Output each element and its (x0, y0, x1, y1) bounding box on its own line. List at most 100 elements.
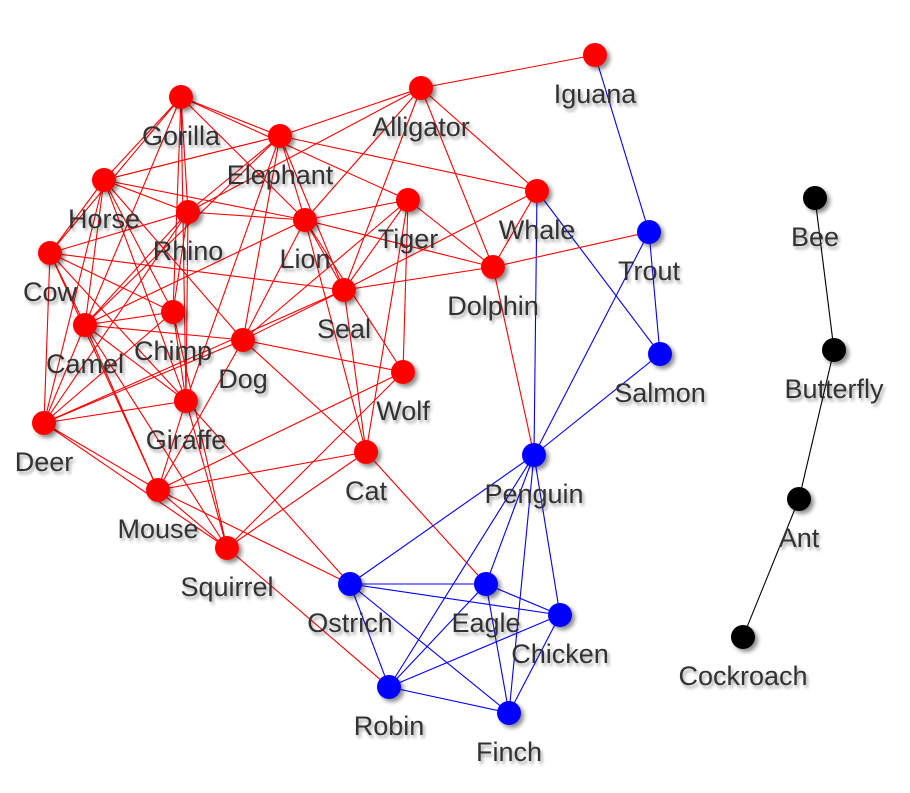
edge-camel-giraffe (84, 324, 187, 402)
node-label-elephant: Elephant (227, 160, 334, 190)
edge-ostrich-robin (349, 583, 390, 688)
node-cockroach[interactable] (731, 625, 755, 649)
node-cow[interactable] (38, 241, 62, 265)
node-dolphin[interactable] (481, 255, 505, 279)
node-horse[interactable] (92, 168, 116, 192)
edge-robin-finch (388, 686, 510, 714)
node-whale[interactable] (525, 179, 549, 203)
edge-giraffe-squirrel (185, 400, 228, 549)
edge-whale-penguin (533, 190, 538, 456)
node-trout[interactable] (637, 220, 661, 244)
edge-whale-salmon (536, 190, 661, 355)
node-label-chicken: Chicken (511, 639, 609, 669)
edge-gorilla-elephant (180, 96, 281, 137)
node-label-rhino: Rhino (153, 236, 224, 266)
edge-dog-cat (242, 339, 367, 453)
node-label-eagle: Eagle (451, 608, 520, 638)
node-label-seal: Seal (317, 314, 371, 344)
node-eagle[interactable] (474, 572, 498, 596)
node-giraffe[interactable] (174, 389, 198, 413)
node-ant[interactable] (787, 487, 811, 511)
node-lion[interactable] (293, 208, 317, 232)
edge-wolf-squirrel (226, 371, 404, 549)
edge-penguin-chicken (533, 454, 561, 616)
edge-eagle-finch (485, 583, 510, 714)
edge-camel-chimp (84, 311, 174, 326)
edge-squirrel-robin (226, 547, 390, 688)
edge-gorilla-camel (84, 96, 182, 326)
node-rhino[interactable] (176, 200, 200, 224)
edge-camel-squirrel (84, 324, 228, 549)
edge-eagle-chicken (485, 583, 561, 616)
edge-horse-chimp (103, 179, 174, 313)
edge-lion-camel (84, 219, 306, 326)
node-chimp[interactable] (161, 300, 185, 324)
edge-gorilla-giraffe (180, 96, 187, 402)
edge-lion-dog (242, 219, 306, 341)
node-label-bee: Bee (791, 222, 839, 252)
node-chicken[interactable] (548, 603, 572, 627)
node-label-wolf: Wolf (376, 396, 430, 426)
node-label-ant: Ant (779, 523, 820, 553)
node-alligator[interactable] (409, 76, 433, 100)
edge-giraffe-deer (43, 400, 187, 424)
node-cat[interactable] (354, 440, 378, 464)
node-ostrich[interactable] (338, 572, 362, 596)
edge-gorilla-horse (103, 96, 182, 181)
edge-penguin-robin (388, 454, 535, 688)
edge-dog-deer (43, 339, 244, 424)
node-tiger[interactable] (396, 188, 420, 212)
node-iguana[interactable] (583, 43, 607, 67)
edge-deer-squirrel (43, 422, 228, 549)
node-salmon[interactable] (648, 342, 672, 366)
node-robin[interactable] (377, 675, 401, 699)
edge-horse-rhino (103, 179, 189, 213)
edge-tiger-wolf (402, 199, 409, 373)
node-label-deer: Deer (15, 447, 74, 477)
node-label-butterfly: Butterfly (784, 374, 884, 404)
node-gorilla[interactable] (169, 85, 193, 109)
edge-eagle-robin (388, 583, 487, 688)
node-label-tiger: Tiger (378, 224, 439, 254)
edge-seal-deer (43, 289, 345, 424)
node-label-camel: Camel (46, 349, 124, 379)
edge-horse-camel (84, 179, 105, 326)
edge-penguin-ostrich (349, 454, 535, 585)
node-penguin[interactable] (522, 443, 546, 467)
node-bee[interactable] (803, 186, 827, 210)
edge-tiger-cat (365, 199, 409, 453)
node-elephant[interactable] (268, 124, 292, 148)
node-label-horse: Horse (68, 204, 140, 234)
node-wolf[interactable] (391, 360, 415, 384)
node-camel[interactable] (73, 313, 97, 337)
node-label-finch: Finch (476, 737, 542, 767)
edge-chimp-deer (43, 311, 174, 424)
edge-cat-eagle (365, 451, 487, 585)
edge-giraffe-ostrich (185, 400, 351, 585)
edge-bee-butterfly (814, 197, 835, 351)
edge-salmon-penguin (533, 353, 661, 456)
edge-elephant-lion (279, 135, 306, 221)
edge-deer-mouse (43, 422, 159, 491)
node-label-robin: Robin (354, 711, 425, 741)
edge-rhino-lion (187, 211, 306, 221)
node-deer[interactable] (32, 411, 56, 435)
edge-seal-dog (242, 289, 345, 341)
edge-alligator-elephant (279, 87, 422, 137)
node-label-cow: Cow (23, 277, 78, 307)
node-label-gorilla: Gorilla (142, 121, 221, 151)
node-squirrel[interactable] (215, 536, 239, 560)
node-label-penguin: Penguin (484, 479, 583, 509)
node-finch[interactable] (497, 701, 521, 725)
edge-cow-deer (43, 252, 51, 424)
node-dog[interactable] (231, 328, 255, 352)
node-mouse[interactable] (146, 478, 170, 502)
edge-alligator-rhino (187, 87, 422, 213)
node-seal[interactable] (332, 278, 356, 302)
edge-lion-dolphin (304, 219, 494, 268)
node-butterfly[interactable] (822, 338, 846, 362)
edge-ostrich-finch (349, 583, 510, 714)
edge-seal-cat (343, 289, 367, 453)
